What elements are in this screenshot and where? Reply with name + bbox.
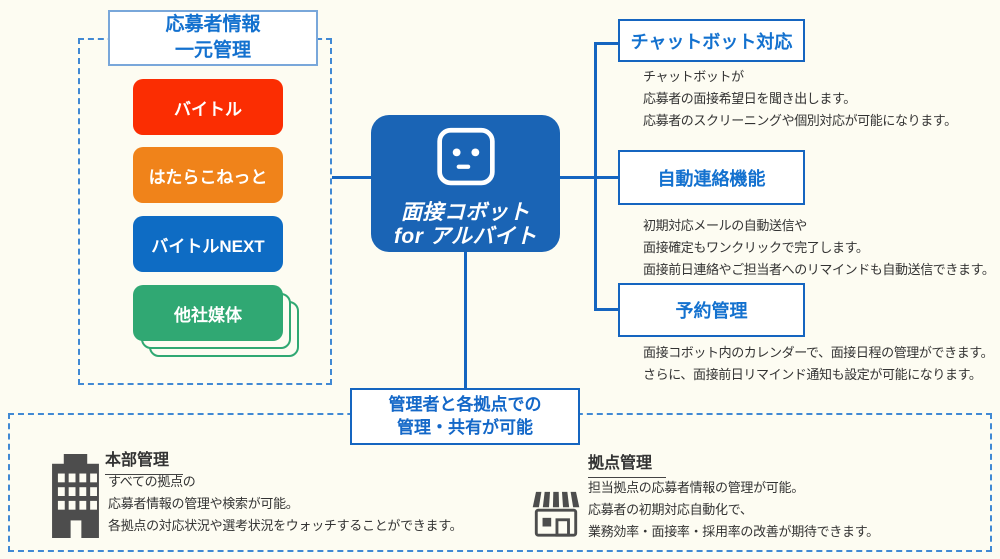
feature-box-auto-contact: 自動連絡機能 [618,150,805,205]
feature-desc-chatbot-line3: 応募者のスクリーニングや個別対応が可能になります。 [643,113,957,128]
feature-desc-reservation-line2: さらに、面接前日リマインド通知も設定が可能になります。 [643,367,982,382]
product-name-line1: 面接コボット [401,201,530,224]
connector-branch-top [594,42,620,45]
connector-bottom-vertical [464,252,467,389]
hq-section-title: 本部管理 [105,446,184,475]
feature-box-chatbot: チャットボット対応 [618,19,805,62]
hq-section-line2: 応募者情報の管理や検索が可能。 [108,496,299,511]
store-icon [531,489,581,544]
connector-branch-bottom [594,308,620,311]
product-box: 面接コボット for アルバイト [371,115,560,252]
connector-right-horizontal [560,176,618,179]
hq-section-line3: 各拠点の対応状況や選考状況をウォッチすることができます。 [108,518,463,533]
share-box-line1: 管理者と各拠点での [388,394,542,414]
branch-section-line1: 担当拠点の応募者情報の管理が可能。 [588,480,804,495]
media-item-hatarakonetto: はたらこねっと [133,147,283,203]
hq-section-body: すべての拠点の 応募者情報の管理や検索が可能。 各拠点の対応状況や選考状況をウォ… [108,471,463,537]
feature-desc-chatbot: チャットボットが 応募者の面接希望日を聞き出します。 応募者のスクリーニングや個… [643,66,957,132]
branch-section-body: 担当拠点の応募者情報の管理が可能。 応募者の初期対応自動化で、 業務効率・面接率… [588,477,879,543]
branch-section-line2: 応募者の初期対応自動化で、 [588,502,753,517]
feature-desc-chatbot-line1: チャットボットが [643,69,744,84]
feature-desc-chatbot-line2: 応募者の面接希望日を聞き出します。 [643,91,856,106]
applicant-panel-title: 応募者情報 一元管理 [108,10,318,66]
hq-section-line1: すべての拠点の [108,474,196,489]
share-box-line2: 管理・共有が可能 [397,417,533,437]
feature-desc-auto-contact-line1: 初期対応メールの自動送信や [643,218,807,233]
applicant-panel-title-line1: 応募者情報 [165,14,261,36]
product-name-line2: for アルバイト [393,224,538,248]
share-box: 管理者と各拠点での 管理・共有が可能 [350,388,580,445]
product-name: 面接コボット for アルバイト [394,201,537,248]
branch-section-line3: 業務効率・面接率・採用率の改善が期待できます。 [588,524,879,539]
media-item-other-media: 他社媒体 [133,285,283,341]
feature-box-reservation: 予約管理 [618,283,805,337]
applicant-panel-title-line2: 一元管理 [174,40,251,61]
robot-icon [432,126,500,199]
media-item-baitoru: バイトル [133,79,283,135]
building-icon [48,454,103,543]
feature-desc-reservation-line1: 面接コボット内のカレンダーで、面接日程の管理ができます。 [643,345,994,360]
connector-right-vertical [594,42,597,311]
branch-section-title: 拠点管理 [588,449,667,478]
feature-desc-reservation: 面接コボット内のカレンダーで、面接日程の管理ができます。 さらに、面接前日リマイ… [643,342,994,386]
feature-desc-auto-contact-line3: 面接前日連絡やご担当者へのリマインドも自動送信できます。 [643,262,995,277]
connector-left-horizontal [332,176,371,179]
feature-desc-auto-contact-line2: 面接確定もワンクリックで完了します。 [643,240,869,255]
media-item-baitoru-next: バイトルNEXT [133,216,283,272]
feature-desc-auto-contact: 初期対応メールの自動送信や 面接確定もワンクリックで完了します。 面接前日連絡や… [643,215,995,281]
